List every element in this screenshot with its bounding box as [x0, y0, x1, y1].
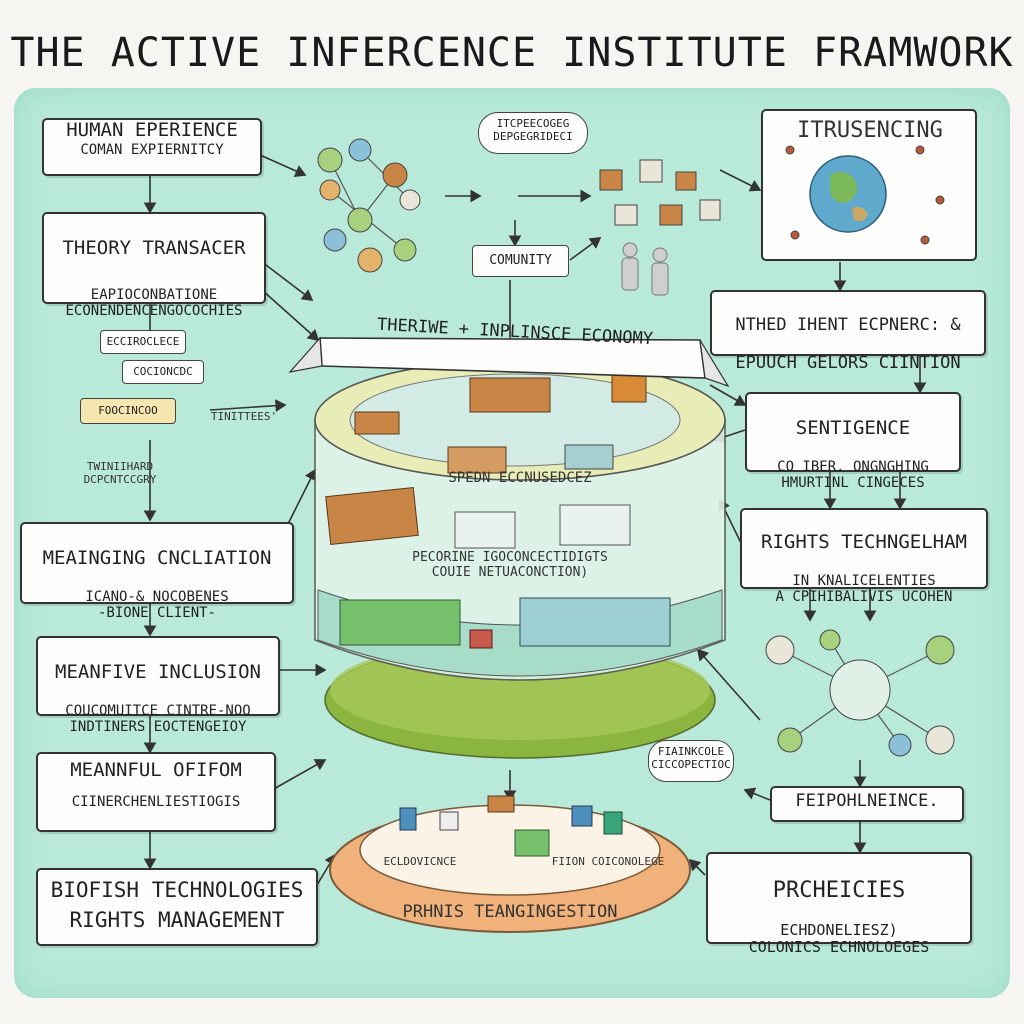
left-box-subtitle: CIINERCHENLIESTIOGIS	[71, 793, 241, 810]
speech-bubble-top: ITCPEECOGEG DEPGEGRIDECI	[478, 112, 588, 154]
left-box-title: BIOFISH TECHNOLOGIES	[50, 878, 304, 902]
right-box-subtitle: EPUUCH GELORS CIINTION	[735, 353, 961, 374]
left-box-subtitle: COUCOMUITCE CINTRE-NOO INDTINERS EOCTENG…	[65, 702, 251, 735]
right-box-itrusencing-title: ITRUSENCING	[797, 118, 943, 143]
left-box-biofish-technologies: BIOFISH TECHNOLOGIES RIGHTS MANAGEMENT	[36, 868, 318, 946]
tiny-box-1: ECCIROCLECE	[100, 330, 186, 354]
left-box-meanfive-inclusion: MEANFIVE INCLUSION COUCOMUITCE CINTRE-NO…	[36, 636, 280, 735]
right-box-title: PRCHEICIES	[772, 878, 906, 904]
base-label: PRHNIS TEANGINGESTION	[402, 902, 618, 922]
right-box-subtitle: IN KNALICELENTIES A CPIHIBALIVIS UCOHEN	[775, 572, 953, 605]
left-box-meainging-cncliation: MEAINGING CNCLIATION ICANO-& NOCOBENES -…	[20, 522, 294, 621]
right-box-nthed: NTHED IHENT ECPNERC: & EPUUCH GELORS CII…	[710, 290, 986, 373]
left-box-title: MEANFIVE INCLUSION	[55, 661, 261, 684]
right-box-feipohlneince: FEIPOHLNEINCE.	[770, 786, 964, 822]
right-box-title: NTHED IHENT ECPNERC: &	[735, 315, 961, 336]
left-box-subtitle: COMAN EXPIERNITCY	[80, 141, 224, 158]
left-box-subtitle: EAPIOCONBATIONE ECONENDENCENGOCOCHIES	[65, 286, 243, 319]
right-box-rights-technicians: RIGHTS TECHNGELHAM IN KNALICELENTIES A C…	[740, 508, 988, 605]
lower-green-cards	[339, 599, 461, 646]
left-note: TWINIIHARD DCPCNTCCGRY	[83, 460, 157, 486]
tier1-label: SPEDN ECCNUSEDCEZ	[448, 470, 592, 486]
right-box-title: FEIPOHLNEINCE.	[795, 791, 939, 811]
left-box-subtitle: RIGHTS MANAGEMENT	[69, 908, 285, 933]
left-box-title: THEORY TRANSACER	[62, 237, 246, 260]
left-box-title: HUMAN EPERIENCE	[66, 119, 238, 141]
tier2-label: PECORINE IGOCONCECTIDIGTS COUIE NETUACON…	[412, 550, 608, 580]
small-tag: FOOCINCOO	[80, 398, 176, 424]
right-box-title: RIGHTS TECHNGELHAM	[761, 531, 967, 554]
tiniteres-label: TINITTEES'	[210, 410, 278, 423]
right-box-sentigence: SENTIGENCE CO IBER. ONGNGHING HMURTINL C…	[745, 392, 961, 491]
speech-bubble-right: FIAINKCOLE CICCOPECTIOC	[648, 740, 734, 782]
right-box-subtitle: ECHDONELIESZ) COLONICS ECHNOLOEGES	[748, 921, 930, 957]
right-box-prcheicies: PRCHEICIES ECHDONELIESZ) COLONICS ECHNOL…	[706, 852, 972, 956]
left-box-subtitle: ICANO-& NOCOBENES -BIONE CLIENT-	[85, 588, 229, 621]
left-box-theory-transacer: THEORY TRANSACER EAPIOCONBATIONE ECONEND…	[42, 212, 266, 319]
page-title: THE ACTIVE INFERCENCE INSTITUTE FRAMWORK	[10, 30, 1014, 76]
left-box-title: MEANNFUL OFIFOM	[70, 759, 242, 781]
tiny-box-2: COCIONCDC	[122, 360, 204, 384]
left-box-title: MEAINGING CNCLIATION	[42, 547, 272, 570]
top-wood-block	[469, 377, 551, 413]
left-box-human-experience: HUMAN EPERIENCE COMAN EXPIERNITCY	[42, 118, 262, 176]
middle-wood-planks	[325, 486, 419, 546]
community-tag: COMUNITY	[472, 245, 569, 277]
base-label-left: ECLDOVICNCE	[383, 855, 457, 868]
left-box-meannful-ofifom: MEANNFUL OFIFOM CIINERCHENLIESTIOGIS	[36, 752, 276, 832]
right-box-subtitle: CO IBER. ONGNGHING HMURTINL CINGECES	[777, 458, 929, 491]
base-label-right: FIION COICONOLEGE	[551, 855, 665, 868]
right-box-title: SENTIGENCE	[795, 417, 911, 440]
